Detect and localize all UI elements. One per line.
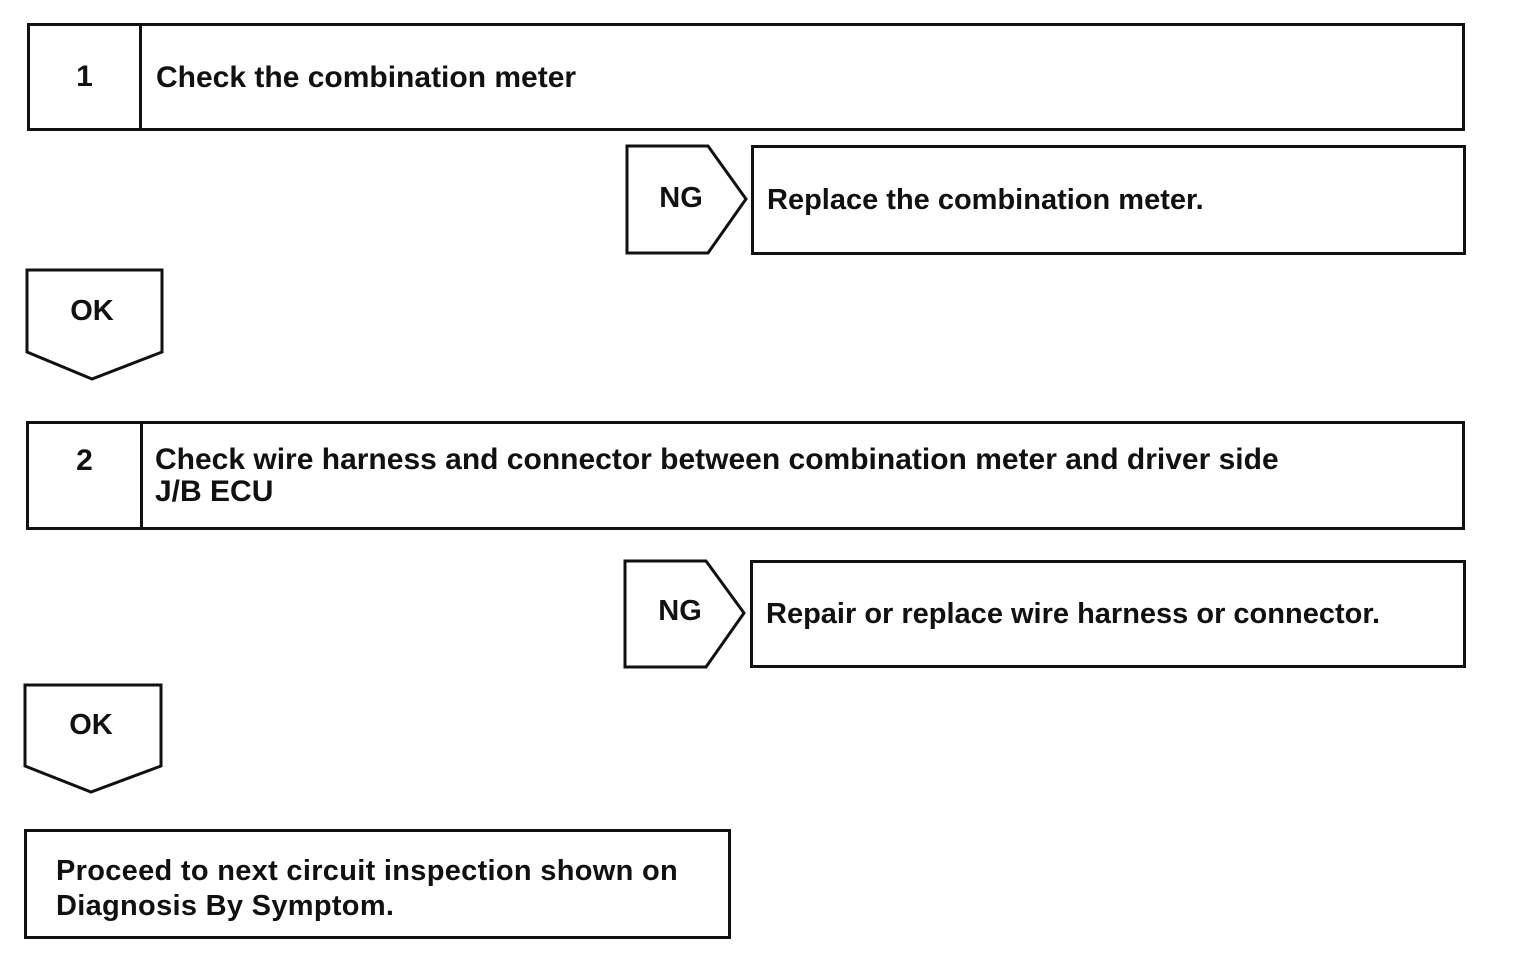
ng-1-action-text: Replace the combination meter. <box>767 183 1204 216</box>
ng-2-action-box: Repair or replace wire harness or connec… <box>750 560 1466 668</box>
step-2-box: 2 Check wire harness and connector betwe… <box>26 421 1465 530</box>
ok-1-label: OK <box>70 295 114 327</box>
final-line-2: Diagnosis By Symptom. <box>56 890 395 922</box>
final-instruction-box: Proceed to next circuit inspection shown… <box>24 829 731 939</box>
step-1-text: Check the combination meter <box>156 61 577 94</box>
ng-1-action-box: Replace the combination meter. <box>751 145 1466 255</box>
ok-2-arrow: OK <box>23 683 164 795</box>
ng-1-arrow: NG <box>625 144 749 255</box>
ng-1-label: NG <box>659 182 703 214</box>
ok-1-arrow: OK <box>25 268 165 382</box>
step-1-box: 1 Check the combination meter <box>27 23 1465 131</box>
final-line-1: Proceed to next circuit inspection shown… <box>56 855 678 887</box>
step-2-text: Check wire harness and connector between… <box>155 443 1279 508</box>
step-1-number: 1 <box>30 26 142 128</box>
ng-2-label: NG <box>658 595 702 627</box>
ng-2-arrow: NG <box>623 559 747 669</box>
ok-2-label: OK <box>69 709 113 741</box>
ng-2-action-text: Repair or replace wire harness or connec… <box>766 597 1381 630</box>
step-2-number: 2 <box>29 424 143 527</box>
